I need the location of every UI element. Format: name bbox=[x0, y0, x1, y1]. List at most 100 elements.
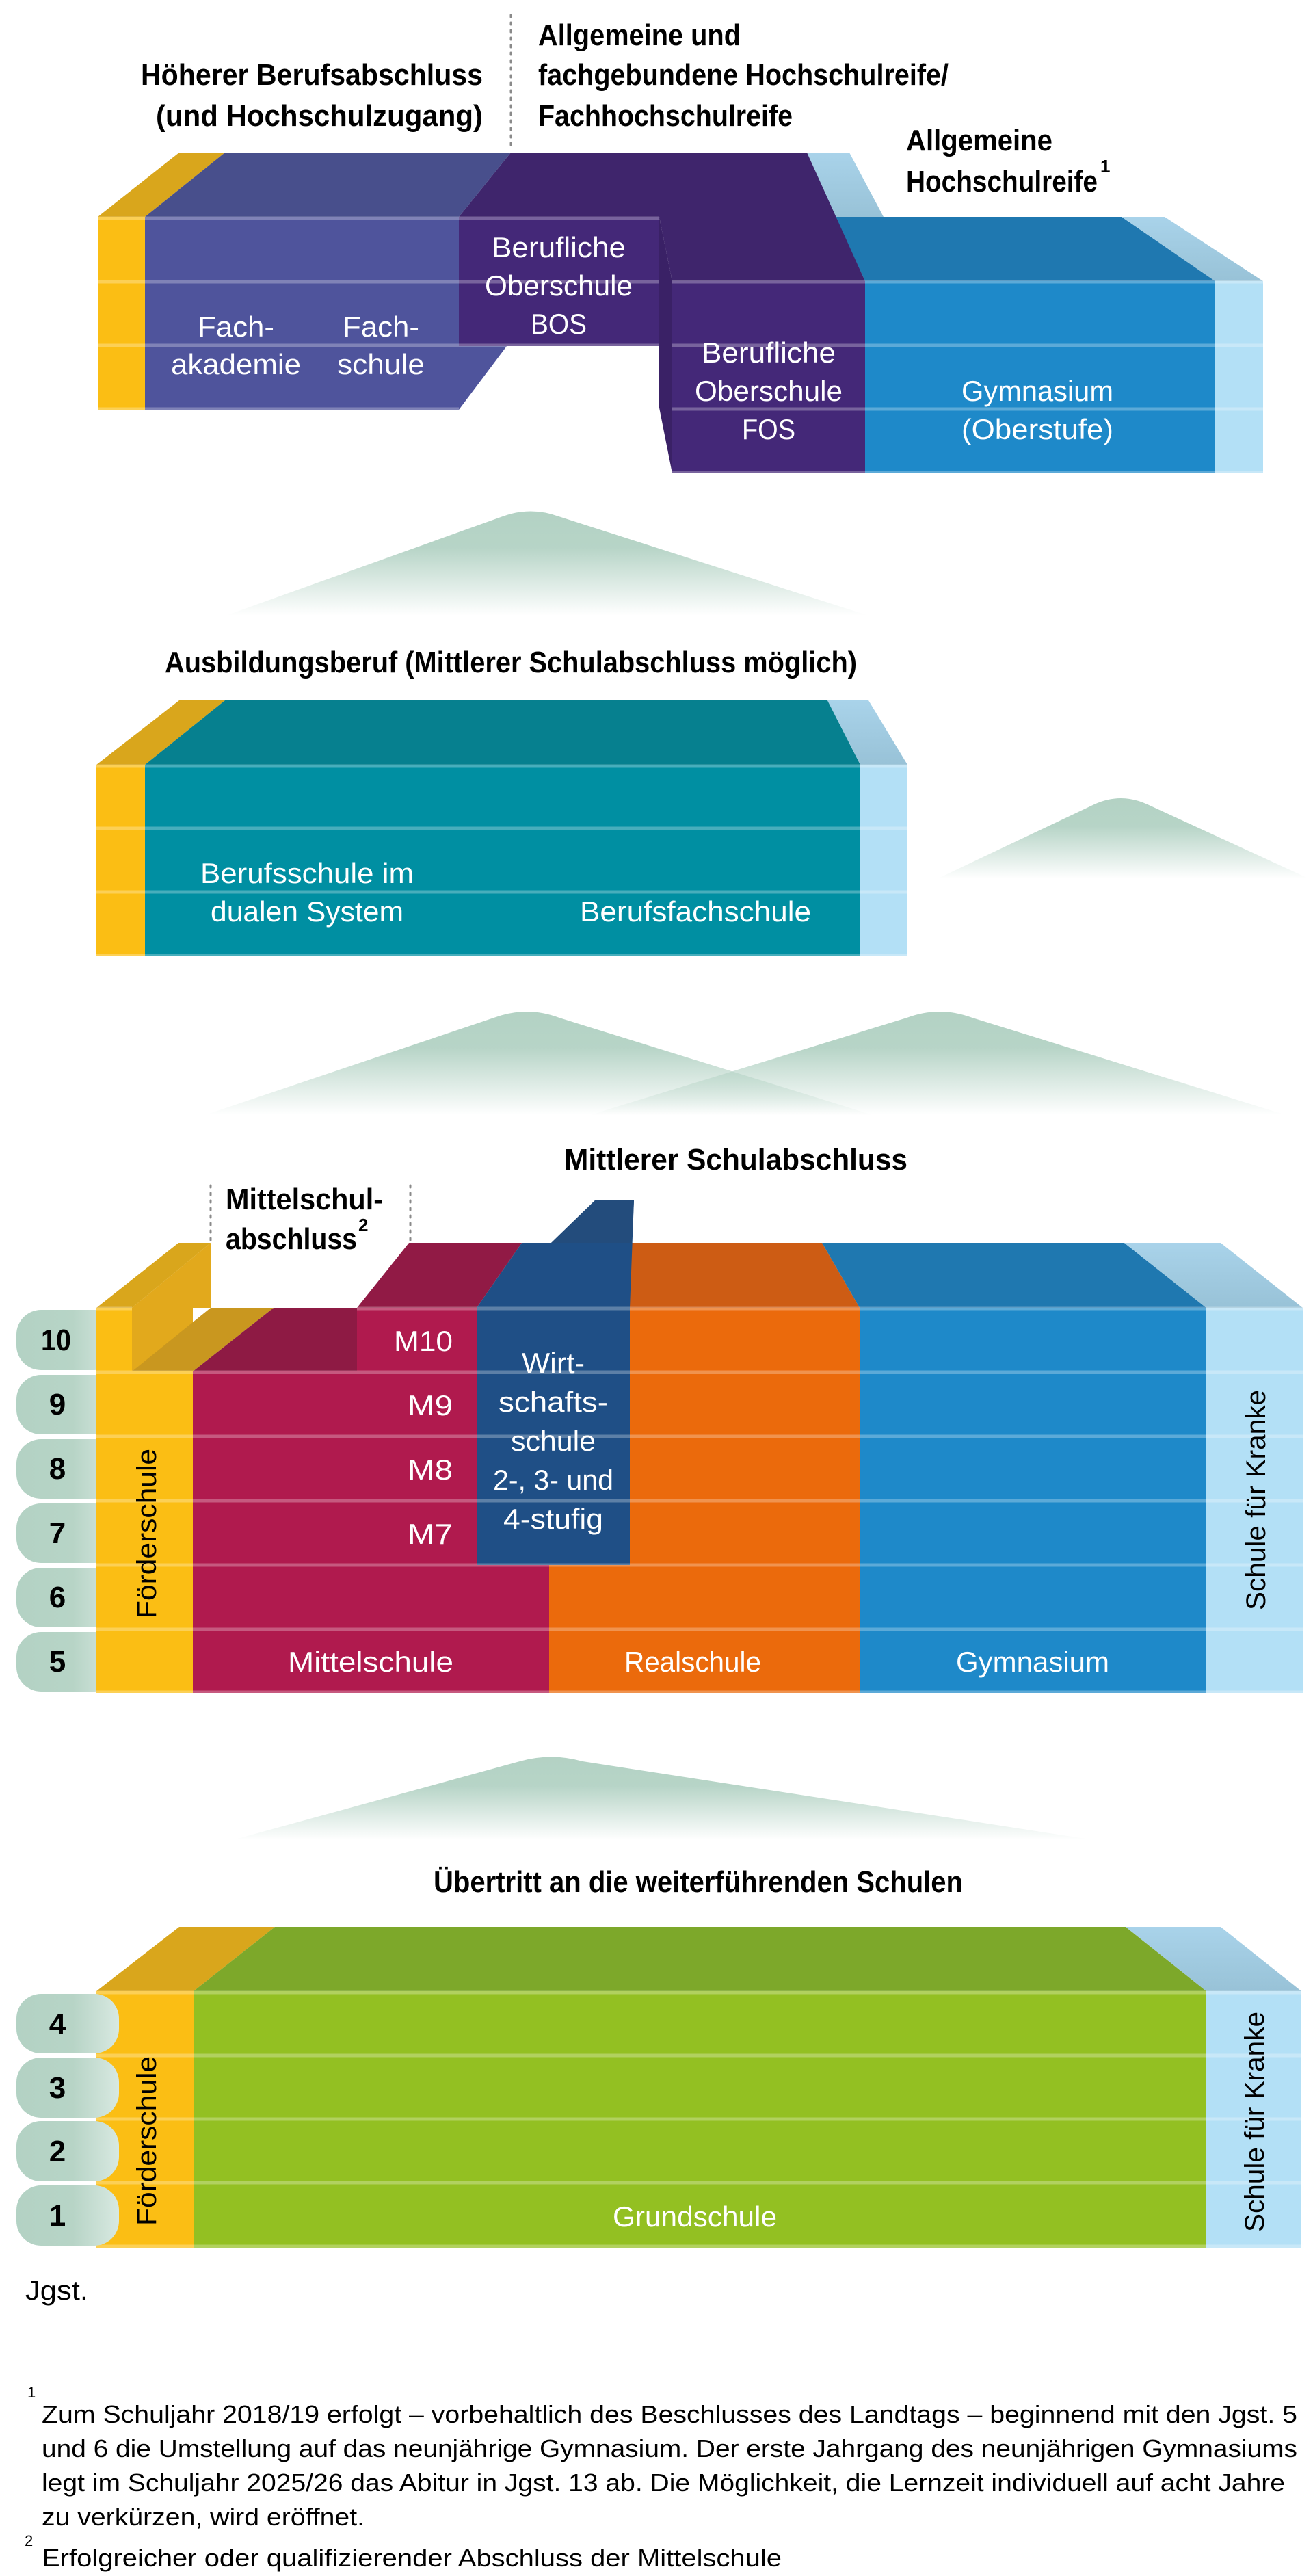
header-uebertritt: Übertritt an die weiterführenden Schulen bbox=[434, 1865, 963, 1899]
transition-hill-5 bbox=[233, 1757, 1094, 1840]
header-mittelschulabschluss-2: abschluss bbox=[226, 1222, 357, 1256]
header-allgemeine-hochschulreife-line2: Hochschulreife bbox=[906, 165, 1098, 198]
header-mittlerer-schulabschluss: Mittlerer Schulabschluss bbox=[564, 1143, 907, 1177]
label-fachakademie-2: akademie bbox=[171, 348, 301, 380]
label-m7: M7 bbox=[408, 1518, 453, 1550]
label-wirtschaftsschule-2: schafts- bbox=[499, 1386, 608, 1418]
label-fachschule-2: schule bbox=[337, 348, 425, 380]
label-m10: M10 bbox=[394, 1325, 453, 1357]
label-wirtschaftsschule-3: schule bbox=[511, 1425, 596, 1457]
header-hochschulreife-line3: Fachhochschulreife bbox=[538, 99, 793, 133]
grundschule-top-face bbox=[194, 1927, 1206, 1991]
footnote-2-text: Erfolgreicher oder qualifizierender Absc… bbox=[42, 2544, 782, 2572]
label-schule-fuer-kranke-secondary: Schule für Kranke bbox=[1241, 1390, 1271, 1610]
foerderschule-front-upper bbox=[98, 217, 145, 410]
mittelschule-recess bbox=[193, 1308, 357, 1371]
grade-label-1: 1 bbox=[49, 2199, 66, 2233]
grade-pill-3 bbox=[16, 2058, 119, 2118]
gymnasium-front bbox=[860, 1308, 1206, 1693]
label-m9: M9 bbox=[408, 1389, 453, 1421]
grade-column-secondary: 10 9 8 7 6 5 bbox=[16, 1310, 119, 1692]
header-hoeherer-berufsabschluss-line2: (und Hochschulzugang) bbox=[156, 99, 483, 133]
grade-pill-4 bbox=[16, 1994, 119, 2053]
wirtschaftsschule-front bbox=[477, 1308, 630, 1565]
transition-hill-2 bbox=[937, 798, 1310, 879]
label-bos-3: BOS bbox=[531, 308, 587, 340]
header-ausbildungsberuf: Ausbildungsberuf (Mittlerer Schulabschlu… bbox=[165, 646, 857, 679]
label-berufsschule-2: dualen System bbox=[211, 895, 403, 928]
grade-pill-9 bbox=[16, 1375, 119, 1434]
grade-label-7: 7 bbox=[49, 1516, 66, 1550]
footnotes: 1 Zum Schuljahr 2018/19 erfolgt – vorbeh… bbox=[25, 2384, 1297, 2572]
label-fos-3: FOS bbox=[742, 413, 795, 445]
middle-section: Ausbildungsberuf (Mittlerer Schulabschlu… bbox=[96, 646, 907, 958]
grade-label-5: 5 bbox=[49, 1645, 66, 1679]
footnote-ref-1[interactable]: 1 bbox=[1100, 156, 1110, 176]
foerderschule-top-face-primary bbox=[96, 1927, 275, 1991]
foerderschule-front-row10-left bbox=[96, 1308, 132, 1371]
hoeherer-beruf-top-face bbox=[145, 153, 511, 217]
header-allgemeine-hochschulreife-line1: Allgemeine bbox=[906, 124, 1052, 157]
header-hochschulreife-line2: fachgebundene Hochschulreife/ bbox=[538, 58, 949, 92]
gymnasium-top-face bbox=[822, 1243, 1206, 1308]
label-bos-1: Berufliche bbox=[492, 231, 626, 263]
foerderschule-front-lower bbox=[96, 1371, 193, 1693]
footnote-1-marker: 1 bbox=[27, 2384, 36, 2401]
label-schule-fuer-kranke-primary: Schule für Kranke bbox=[1240, 2012, 1270, 2232]
grade-label-3: 3 bbox=[49, 2071, 66, 2105]
grade-pill-10 bbox=[16, 1310, 119, 1370]
label-m8: M8 bbox=[408, 1454, 453, 1486]
gymnasium-oberstufe-front bbox=[865, 281, 1215, 473]
grade-pill-1 bbox=[16, 2185, 119, 2246]
label-bos-2: Oberschule bbox=[485, 270, 633, 302]
schule-kranke-top-face-upper bbox=[1122, 217, 1263, 281]
footnote-2-marker: 2 bbox=[25, 2532, 33, 2549]
grade-label-10: 10 bbox=[41, 1324, 71, 1357]
label-foerderschule-secondary: Förderschule bbox=[132, 1449, 162, 1618]
label-gymnasium: Gymnasium bbox=[956, 1646, 1109, 1678]
label-realschule: Realschule bbox=[624, 1646, 761, 1678]
axis-label-jahrgangsstufe: Jgst. bbox=[25, 2276, 88, 2306]
footnote-1-line-3: legt im Schuljahr 2025/26 das Abitur in … bbox=[42, 2469, 1285, 2497]
label-gymnasium-oberstufe-1: Gymnasium bbox=[961, 375, 1113, 407]
grade-pill-7 bbox=[16, 1503, 119, 1563]
label-grundschule: Grundschule bbox=[613, 2200, 777, 2233]
foerderschule-recess-floor bbox=[132, 1308, 274, 1371]
footnote-ref-2[interactable]: 2 bbox=[358, 1215, 368, 1235]
grade-column-primary: 4 3 2 1 bbox=[16, 1994, 119, 2246]
fachschule-front bbox=[145, 217, 507, 410]
label-foerderschule-primary: Förderschule bbox=[132, 2056, 162, 2226]
grade-label-9: 9 bbox=[49, 1388, 66, 1421]
mittelschule-top-face bbox=[357, 1243, 522, 1308]
header-mittelschulabschluss-1: Mittelschul- bbox=[226, 1183, 383, 1216]
grade-label-2: 2 bbox=[49, 2135, 66, 2168]
grade-pill-5 bbox=[16, 1632, 119, 1692]
label-wirtschaftsschule-5: 4-stufig bbox=[503, 1503, 603, 1535]
label-berufsfachschule: Berufsfachschule bbox=[580, 895, 811, 928]
primary-section: Übertritt an die weiterführenden Schulen… bbox=[16, 1865, 1301, 2248]
header-hoeherer-berufsabschluss-line1: Höherer Berufsabschluss bbox=[141, 58, 483, 92]
foerderschule-top-face-lower bbox=[96, 1243, 211, 1308]
label-wirtschaftsschule-4: 2-, 3- und bbox=[493, 1464, 613, 1496]
bos-front bbox=[459, 217, 659, 346]
footnote-1-line-2: und 6 die Umstellung auf das neunjährige… bbox=[42, 2434, 1297, 2462]
schule-kranke-front-lower bbox=[1206, 1308, 1303, 1693]
grade-pill-6 bbox=[16, 1568, 119, 1627]
transition-hill-1 bbox=[226, 511, 868, 616]
foerderschule-top-face-middle bbox=[96, 700, 225, 765]
grade-pill-8 bbox=[16, 1439, 119, 1499]
header-hochschulreife-line1: Allgemeine und bbox=[538, 18, 741, 52]
label-fos-1: Berufliche bbox=[702, 337, 836, 369]
beruf-oberschule-top-face bbox=[459, 153, 865, 281]
label-berufsschule-1: Berufsschule im bbox=[200, 857, 414, 889]
label-wirtschaftsschule-1: Wirt- bbox=[522, 1347, 585, 1379]
schule-kranke-front-upper bbox=[1215, 281, 1263, 473]
top-section: Höherer Berufsabschluss (und Hochschulzu… bbox=[98, 14, 1263, 475]
berufsschule-top-face bbox=[145, 700, 860, 765]
grade-label-4: 4 bbox=[49, 2008, 66, 2041]
realschule-top-face bbox=[588, 1243, 860, 1308]
label-fachschule-1: Fach- bbox=[343, 311, 419, 343]
grade-label-6: 6 bbox=[49, 1581, 66, 1614]
label-gymnasium-oberstufe-2: (Oberstufe) bbox=[961, 413, 1113, 445]
